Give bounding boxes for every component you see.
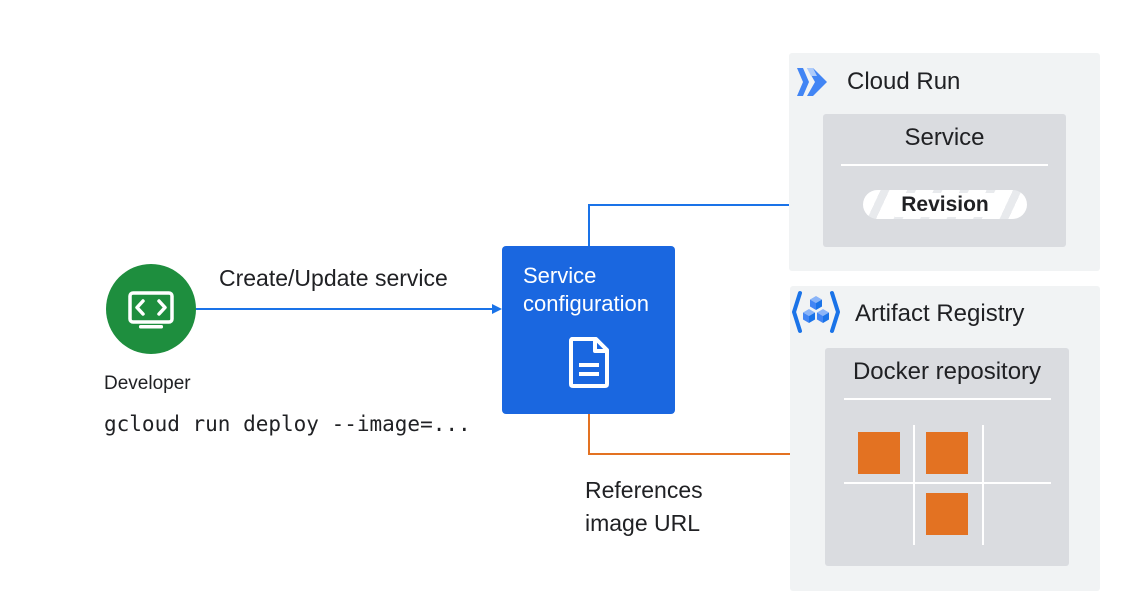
service-box [823,114,1066,247]
references-image-url-label: References image URL [585,474,765,540]
cloud-run-title: Cloud Run [847,68,961,95]
references-label-line2: image URL [585,510,701,536]
container-image [926,432,968,474]
revision-label: Revision [895,192,995,217]
document-icon [569,337,609,388]
deploy-command: gcloud run deploy --image=... [104,412,471,436]
artifact-registry-title: Artifact Registry [855,300,1025,327]
service-divider [841,164,1048,166]
service-label: Service [904,124,985,151]
developer-avatar [106,264,196,354]
grid-line [913,425,915,545]
grid-line [844,482,1051,484]
docker-repository-divider [844,398,1051,400]
grid-line [982,425,984,545]
docker-repository-label: Docker repository [852,358,1042,385]
code-monitor-icon [128,291,174,329]
service-configuration-title: Service configuration [523,262,673,318]
container-image [858,432,900,474]
create-update-label: Create/Update service [219,265,448,291]
container-image [926,493,968,535]
revision-pill: Revision [863,190,1027,219]
references-label-line1: References [585,477,703,503]
developer-label: Developer [104,373,191,394]
service-configuration-title-line1: Service [523,263,597,288]
artifact-registry-icon [792,291,840,333]
service-configuration-title-line2: configuration [523,291,649,316]
cloud-run-icon [797,68,827,96]
